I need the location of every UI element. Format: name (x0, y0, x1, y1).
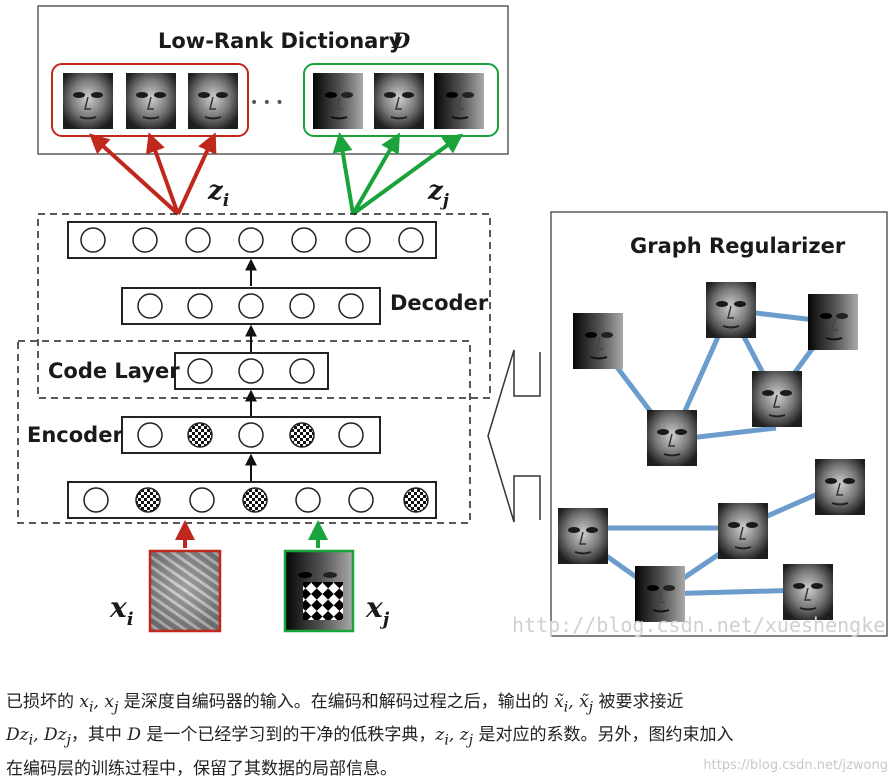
zj-label: zj (427, 176, 450, 211)
graph-title: Graph Regularizer (630, 234, 846, 258)
xj-label: xj (365, 591, 390, 630)
dictionary-title: Low-Rank Dictionary (158, 29, 403, 53)
dictionary-symbol: D (391, 28, 411, 53)
green-atom-group (303, 63, 499, 137)
decoder-layer (121, 287, 381, 325)
code-layer-label: Code Layer (48, 359, 180, 383)
dict-face-3 (187, 72, 239, 130)
encoder-layer (121, 416, 381, 454)
xj-corrupted-image (283, 549, 355, 633)
zi-label: zi (207, 176, 229, 211)
caption-line-2: Dzi, Dzj，其中 D 是一个已经学习到的干净的低秩字典，zi, zj 是对… (6, 725, 734, 749)
figure-watermark: http://blog.csdn.net/xueshengke (512, 613, 885, 637)
graph-regularizer-panel: Graph Regularizer (550, 211, 888, 637)
decoder-dashed-box (37, 213, 491, 399)
graph-to-code-arrow (487, 349, 541, 523)
xi-corrupted-image (148, 549, 222, 633)
coefficient-arrows (89, 132, 464, 216)
caption-watermark: https://blog.csdn.net/jzwong (703, 758, 888, 773)
dict-face-4 (312, 72, 364, 130)
autoencoder-figure: Low-Rank Dictionary D • • • zi zj (17, 5, 888, 637)
decoder-label: Decoder (390, 291, 489, 315)
xi-label: xi (109, 591, 134, 630)
dict-face-2 (125, 72, 177, 130)
dictionary-panel: Low-Rank Dictionary D • • • (37, 5, 509, 155)
input-layer (67, 481, 437, 519)
ellipsis-dots: • • • (250, 95, 284, 111)
output-layer (67, 221, 437, 259)
caption-line-3: 在编码层的训练过程中，保留了其数据的局部信息。 (6, 758, 397, 779)
dict-face-5 (373, 72, 425, 130)
caption-line-1: 已损坏的 xi, xj 是深度自编码器的输入。在编码和解码过程之后，输出的 x̃… (6, 692, 684, 716)
figure-caption: 已损坏的 xi, xj 是深度自编码器的输入。在编码和解码过程之后，输出的 x̃… (6, 688, 890, 783)
dict-face-6 (433, 72, 485, 130)
dict-face-1 (62, 72, 114, 130)
code-layer (174, 352, 329, 390)
encoder-label: Encoder (27, 423, 123, 447)
encoder-dashed-box (17, 340, 471, 524)
